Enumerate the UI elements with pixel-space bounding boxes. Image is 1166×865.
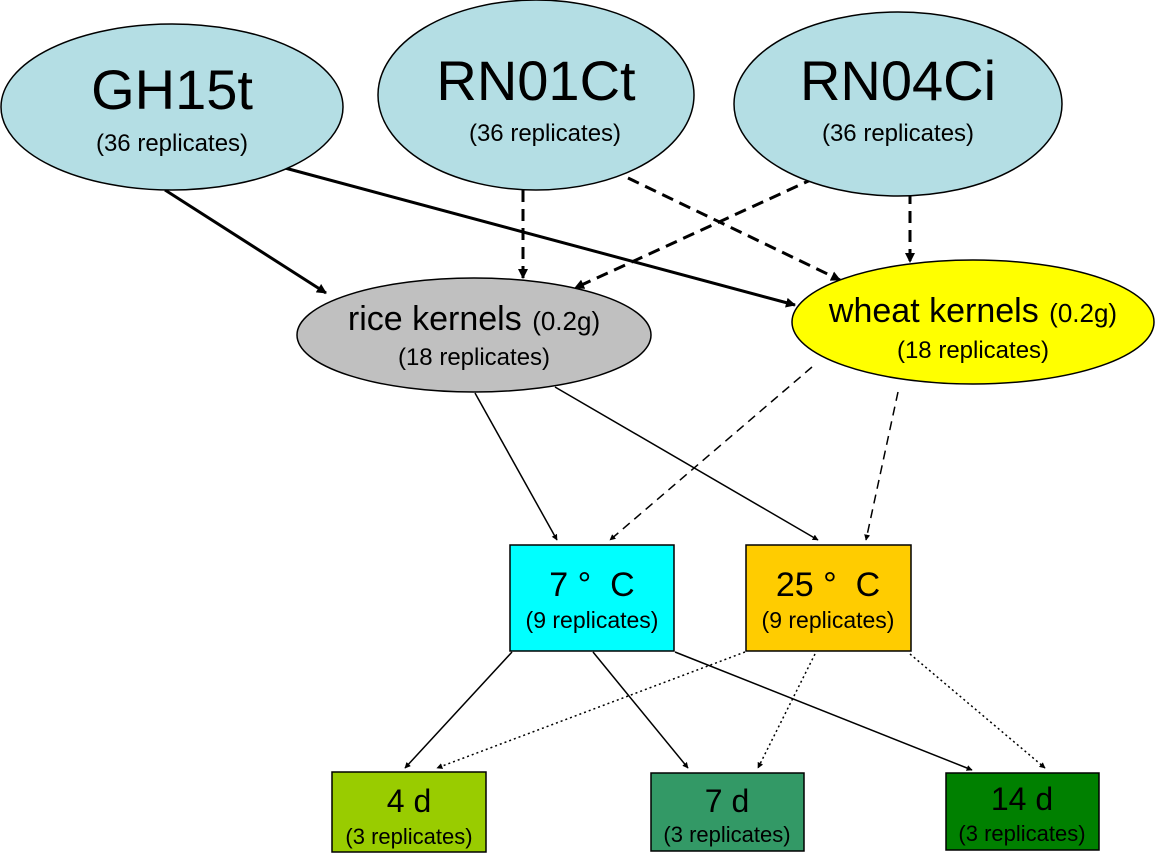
arrow-7c-to-4d xyxy=(404,651,513,769)
strain-name: RN01Ct xyxy=(436,49,636,112)
substrate-name: wheat kernels xyxy=(828,292,1039,330)
strain-node-gh15t: GH15t (36 replicates) xyxy=(0,23,344,191)
duration-label: 14 d xyxy=(991,781,1053,817)
duration-replicates: (3 replicates) xyxy=(345,824,472,849)
strain-name: GH15t xyxy=(91,58,253,121)
duration-label: 7 d xyxy=(705,783,749,819)
arrow-25c-to-7d xyxy=(757,653,816,769)
arrow-7c-to-14d xyxy=(674,651,973,771)
arrow-wheat-to-7c xyxy=(609,366,813,541)
substrate-node-rice: rice kernels (0.2g) (18 replicates) xyxy=(296,277,652,393)
strain-replicates: (36 replicates) xyxy=(469,120,621,147)
substrate-replicates: (18 replicates) xyxy=(897,337,1049,364)
arrow-rn01ct-to-wheat xyxy=(627,176,841,282)
strain-node-rn04ci: RN04Ci (36 replicates) xyxy=(733,11,1063,197)
arrow-25c-to-4d xyxy=(436,651,746,769)
substrate-amount: (0.2g) xyxy=(1049,298,1117,328)
duration-node-4d: 4 d (3 replicates) xyxy=(331,771,487,853)
arrow-wheat-to-25c xyxy=(864,391,899,541)
duration-node-14d: 14 d (3 replicates) xyxy=(945,772,1100,851)
arrow-rn04ci-to-rice xyxy=(574,176,816,290)
strain-node-rn01ct: RN01Ct (36 replicates) xyxy=(377,0,695,191)
temperature-label: 25 ° C xyxy=(776,566,880,604)
svg-text:wheat kernels (0.2g): wheat kernels (0.2g) xyxy=(828,292,1117,330)
svg-text:rice kernels (0.2g): rice kernels (0.2g) xyxy=(348,300,600,338)
temperature-replicates: (9 replicates) xyxy=(762,607,895,633)
substrate-amount: (0.2g) xyxy=(532,306,600,336)
arrow-7c-to-7d xyxy=(592,651,689,769)
strain-to-substrate-arrows xyxy=(164,166,915,308)
duration-node-7d: 7 d (3 replicates) xyxy=(650,772,805,852)
temperature-label: 7 ° C xyxy=(549,566,634,604)
arrow-rice-to-25c xyxy=(554,386,819,541)
arrow-gh15t-to-rice xyxy=(164,188,327,295)
strain-replicates: (36 replicates) xyxy=(822,120,974,147)
strain-replicates: (36 replicates) xyxy=(96,130,248,157)
arrow-gh15t-to-wheat xyxy=(284,166,796,308)
temperature-node-7c: 7 ° C (9 replicates) xyxy=(509,544,675,652)
substrate-node-wheat: wheat kernels (0.2g) (18 replicates) xyxy=(791,259,1155,385)
duration-replicates: (3 replicates) xyxy=(958,821,1085,846)
substrate-name: rice kernels xyxy=(348,300,522,338)
substrate-to-temperature-arrows xyxy=(474,366,899,541)
temperature-to-duration-arrows xyxy=(404,651,1046,771)
substrate-replicates: (18 replicates) xyxy=(398,344,550,371)
temperature-node-25c: 25 ° C (9 replicates) xyxy=(745,544,912,652)
duration-label: 4 d xyxy=(387,783,431,819)
temperature-replicates: (9 replicates) xyxy=(526,607,659,633)
arrow-25c-to-14d xyxy=(909,653,1046,769)
strain-name: RN04Ci xyxy=(800,49,996,112)
duration-replicates: (3 replicates) xyxy=(663,822,790,847)
arrow-rice-to-7c xyxy=(474,392,558,541)
